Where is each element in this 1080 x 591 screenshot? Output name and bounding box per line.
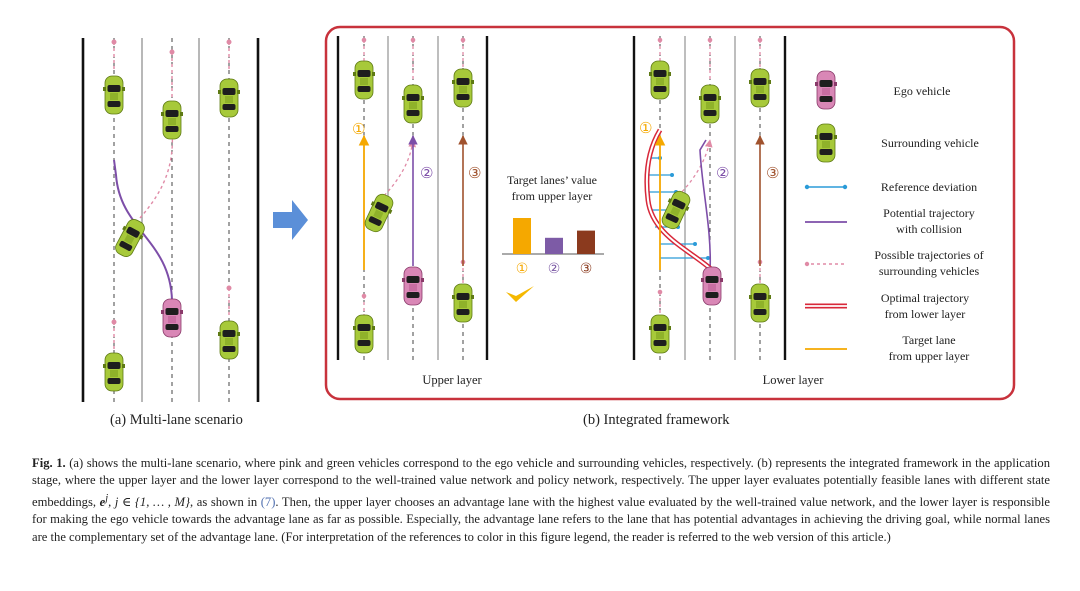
lower-layer-road bbox=[632, 36, 787, 360]
legend-ego-icon bbox=[814, 70, 838, 110]
lower-lane-num-1: ① bbox=[639, 119, 652, 137]
legend-optimal-1: Optimal trajectory bbox=[881, 291, 969, 305]
checkmark-icon bbox=[506, 286, 534, 302]
lane-value-bar-label: ③ bbox=[580, 261, 593, 277]
legend-target-1: Target lane bbox=[902, 333, 955, 347]
lane-value-bars: Target lanes’ value from upper layer ① ② ③ bbox=[502, 173, 604, 302]
lane-value-bar bbox=[545, 237, 563, 254]
legend-potential-1: Potential trajectory bbox=[883, 206, 975, 220]
figure-diagram: ① ② ③ Target lanes’ value from upper lay… bbox=[81, 25, 1016, 402]
legend-surrounding: Surrounding vehicle bbox=[881, 136, 979, 150]
legend-potential-2: with collision bbox=[896, 222, 962, 236]
legend-ego: Ego vehicle bbox=[894, 84, 951, 98]
legend-surrounding-icon bbox=[814, 123, 838, 163]
caption-part-1: (a) shows the multi-lane scenario, where… bbox=[32, 456, 1051, 509]
caption-ref-link[interactable]: (7) bbox=[260, 495, 276, 509]
lane-value-bar bbox=[513, 218, 531, 254]
lane-value-bar bbox=[577, 230, 595, 254]
upper-lane-num-2: ② bbox=[420, 164, 433, 182]
legend-possible-2: surrounding vehicles bbox=[879, 264, 980, 278]
caption-label: Fig. 1. bbox=[32, 456, 66, 470]
lane-value-bar-label: ① bbox=[516, 261, 529, 277]
caption-math: ej, j ∈ {1, … , M} bbox=[99, 492, 191, 509]
bar-title-line1: Target lanes’ value bbox=[507, 173, 597, 187]
panel-a bbox=[81, 38, 260, 402]
lane-value-bar-label: ② bbox=[548, 261, 561, 277]
upper-lane-num-3: ③ bbox=[468, 164, 481, 182]
legend-ref-dev: Reference deviation bbox=[881, 180, 977, 194]
legend-optimal-2: from lower layer bbox=[885, 307, 966, 321]
legend-target-2: from upper layer bbox=[889, 349, 970, 363]
legend-possible-1: Possible trajectories of bbox=[874, 248, 983, 262]
lower-lane-num-2: ② bbox=[716, 164, 729, 182]
caption-part-3: . Then, the upper layer chooses an advan… bbox=[32, 495, 1050, 544]
subcaption-a: (a) Multi-lane scenario bbox=[110, 412, 243, 428]
caption-part-2: , as shown in bbox=[190, 495, 261, 509]
transition-arrow bbox=[273, 200, 308, 240]
framework-frame bbox=[324, 25, 1016, 401]
figure-caption: Fig. 1. (a) shows the multi-lane scenari… bbox=[32, 455, 1050, 546]
lower-layer-label: Lower layer bbox=[763, 373, 825, 387]
upper-layer-label: Upper layer bbox=[422, 373, 482, 387]
upper-lane-num-1: ① bbox=[352, 120, 365, 138]
subcaption-b: (b) Integrated framework bbox=[583, 412, 730, 428]
bar-title-line2: from upper layer bbox=[512, 189, 593, 203]
legend: Ego vehicle Surrounding vehicle Referenc… bbox=[804, 70, 984, 363]
upper-layer-road bbox=[336, 36, 489, 360]
lower-lane-num-3: ③ bbox=[766, 164, 779, 182]
